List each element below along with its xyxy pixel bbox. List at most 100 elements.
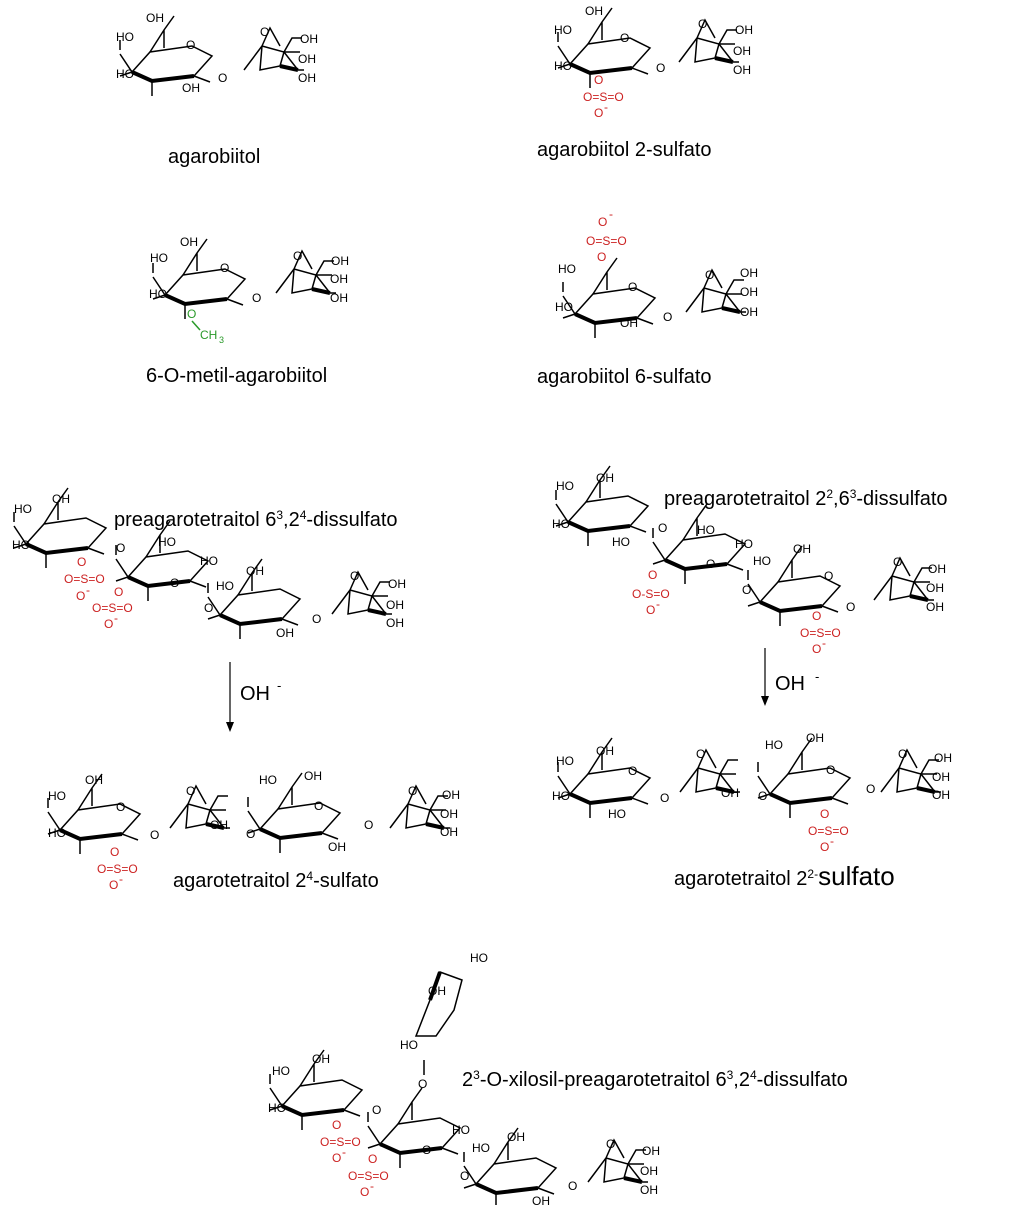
- svg-text:O: O: [460, 1169, 469, 1183]
- svg-text:OH: OH: [240, 683, 270, 705]
- svg-text:HO: HO: [765, 738, 783, 752]
- svg-text:OH: OH: [304, 769, 322, 783]
- svg-text:OH: OH: [330, 272, 348, 286]
- svg-text:O=S=O: O=S=O: [320, 1135, 361, 1149]
- svg-text:OH: OH: [721, 786, 739, 800]
- svg-text:OH: OH: [740, 285, 758, 299]
- svg-text:OH: OH: [733, 44, 751, 58]
- svg-text:O: O: [332, 1151, 341, 1165]
- svg-text:O: O: [332, 1118, 341, 1132]
- svg-text:HO: HO: [697, 523, 715, 537]
- label-6-o-metil-agarobiitol: 6-O-metil-agarobiitol: [146, 365, 327, 387]
- svg-text:O: O: [598, 215, 607, 229]
- label-agarotetraitol-22: agarotetraitol 22-sulfato: [674, 861, 895, 891]
- svg-text:OH: OH: [312, 1052, 330, 1066]
- svg-text:O: O: [820, 807, 829, 821]
- svg-text:OH: OH: [926, 581, 944, 595]
- agarobiitol-6-sulfato-structure: HO HO OH O O O OH OH OH O - O=S=O O: [555, 207, 758, 340]
- svg-text:O: O: [660, 791, 669, 805]
- svg-text:O: O: [594, 73, 603, 87]
- svg-text:O: O: [350, 569, 359, 583]
- svg-text:HO: HO: [149, 287, 167, 301]
- svg-text:O: O: [820, 840, 829, 854]
- svg-text:3: 3: [219, 335, 224, 345]
- svg-text:O: O: [418, 1077, 427, 1091]
- svg-text:HO: HO: [158, 535, 176, 549]
- svg-text:O: O: [648, 568, 657, 582]
- svg-text:HO: HO: [556, 479, 574, 493]
- label-agarotetraitol-24: agarotetraitol 24-sulfato: [173, 869, 379, 892]
- svg-text:O=S=O: O=S=O: [92, 601, 133, 615]
- svg-text:O: O: [260, 25, 269, 39]
- svg-text:OH: OH: [182, 81, 200, 95]
- svg-text:OH: OH: [330, 291, 348, 305]
- label-preagarotetraitol-63-24: preagarotetraitol 63,24-dissulfato: [114, 508, 398, 531]
- svg-text:O: O: [408, 784, 417, 798]
- svg-text:O: O: [628, 764, 637, 778]
- svg-text:O: O: [110, 845, 119, 859]
- svg-text:O: O: [594, 106, 603, 120]
- svg-text:OH: OH: [932, 788, 950, 802]
- svg-text:HO: HO: [753, 554, 771, 568]
- svg-text:OH: OH: [386, 616, 404, 630]
- svg-text:O: O: [742, 583, 751, 597]
- svg-text:O: O: [76, 589, 85, 603]
- svg-text:OH: OH: [642, 1144, 660, 1158]
- svg-text:HO: HO: [556, 754, 574, 768]
- svg-text:HO: HO: [470, 951, 488, 965]
- svg-text:O: O: [663, 310, 672, 324]
- label-agarobiitol: agarobiitol: [168, 146, 260, 168]
- svg-text:-: -: [815, 669, 819, 684]
- svg-text:OH: OH: [735, 23, 753, 37]
- svg-text:OH: OH: [298, 52, 316, 66]
- reaction-arrow-left: OH -: [226, 662, 281, 732]
- label-preagarotetraitol-22-63: preagarotetraitol 22,63-dissulfato: [664, 487, 948, 510]
- svg-text:O: O: [646, 603, 655, 617]
- svg-text:O: O: [422, 1143, 431, 1157]
- svg-text:OH: OH: [733, 63, 751, 77]
- svg-text:HO: HO: [555, 300, 573, 314]
- svg-text:O=S=O: O=S=O: [64, 572, 105, 586]
- svg-text:O: O: [706, 557, 715, 571]
- reaction-arrow-right: OH -: [761, 648, 819, 706]
- svg-text:OH: OH: [793, 542, 811, 556]
- svg-text:O: O: [364, 818, 373, 832]
- svg-text:HO: HO: [12, 538, 30, 552]
- svg-text:HO: HO: [400, 1038, 418, 1052]
- svg-text:O: O: [77, 555, 86, 569]
- svg-text:O: O: [186, 38, 195, 52]
- svg-text:OH: OH: [442, 788, 460, 802]
- preagarotetraitol-63-24-structure: OH HO HO O HO HO O O OH HO OH O O OH OH …: [12, 486, 406, 641]
- svg-text:O: O: [150, 828, 159, 842]
- svg-text:HO: HO: [735, 537, 753, 551]
- svg-text:O: O: [696, 747, 705, 761]
- svg-text:OH: OH: [926, 600, 944, 614]
- svg-text:OH: OH: [328, 840, 346, 854]
- svg-text:O: O: [312, 612, 321, 626]
- svg-text:O: O: [220, 261, 229, 275]
- svg-text:-: -: [822, 636, 826, 650]
- agarotetraitol-24-structure: OH HO HO O O O OH O OH HO O OH O O OH OH…: [46, 769, 460, 892]
- svg-text:OH: OH: [386, 598, 404, 612]
- svg-text:O: O: [658, 521, 667, 535]
- svg-text:OH: OH: [440, 807, 458, 821]
- svg-text:OH: OH: [775, 673, 805, 695]
- svg-text:O: O: [116, 541, 125, 555]
- svg-text:O: O: [568, 1179, 577, 1193]
- xilosil-preagarotetraitol-structure: HO OH HO O OH HO HO O HO O O OH HO OH O …: [268, 951, 660, 1205]
- svg-text:-: -: [370, 1179, 374, 1193]
- svg-text:-: -: [342, 1145, 346, 1159]
- svg-text:OH: OH: [928, 562, 946, 576]
- svg-text:OH: OH: [740, 305, 758, 319]
- svg-text:OH: OH: [180, 235, 198, 249]
- svg-text:O: O: [812, 609, 821, 623]
- svg-text:-: -: [114, 611, 118, 625]
- agarobiitol-structure: OH HO HO OH O O O OH OH OH: [116, 11, 318, 98]
- svg-text:OH: OH: [806, 731, 824, 745]
- svg-text:O: O: [628, 280, 637, 294]
- svg-text:OH: OH: [585, 4, 603, 18]
- svg-text:HO: HO: [552, 789, 570, 803]
- svg-text:O=S=O: O=S=O: [348, 1169, 389, 1183]
- svg-text:-: -: [830, 834, 834, 848]
- svg-text:OH: OH: [507, 1130, 525, 1144]
